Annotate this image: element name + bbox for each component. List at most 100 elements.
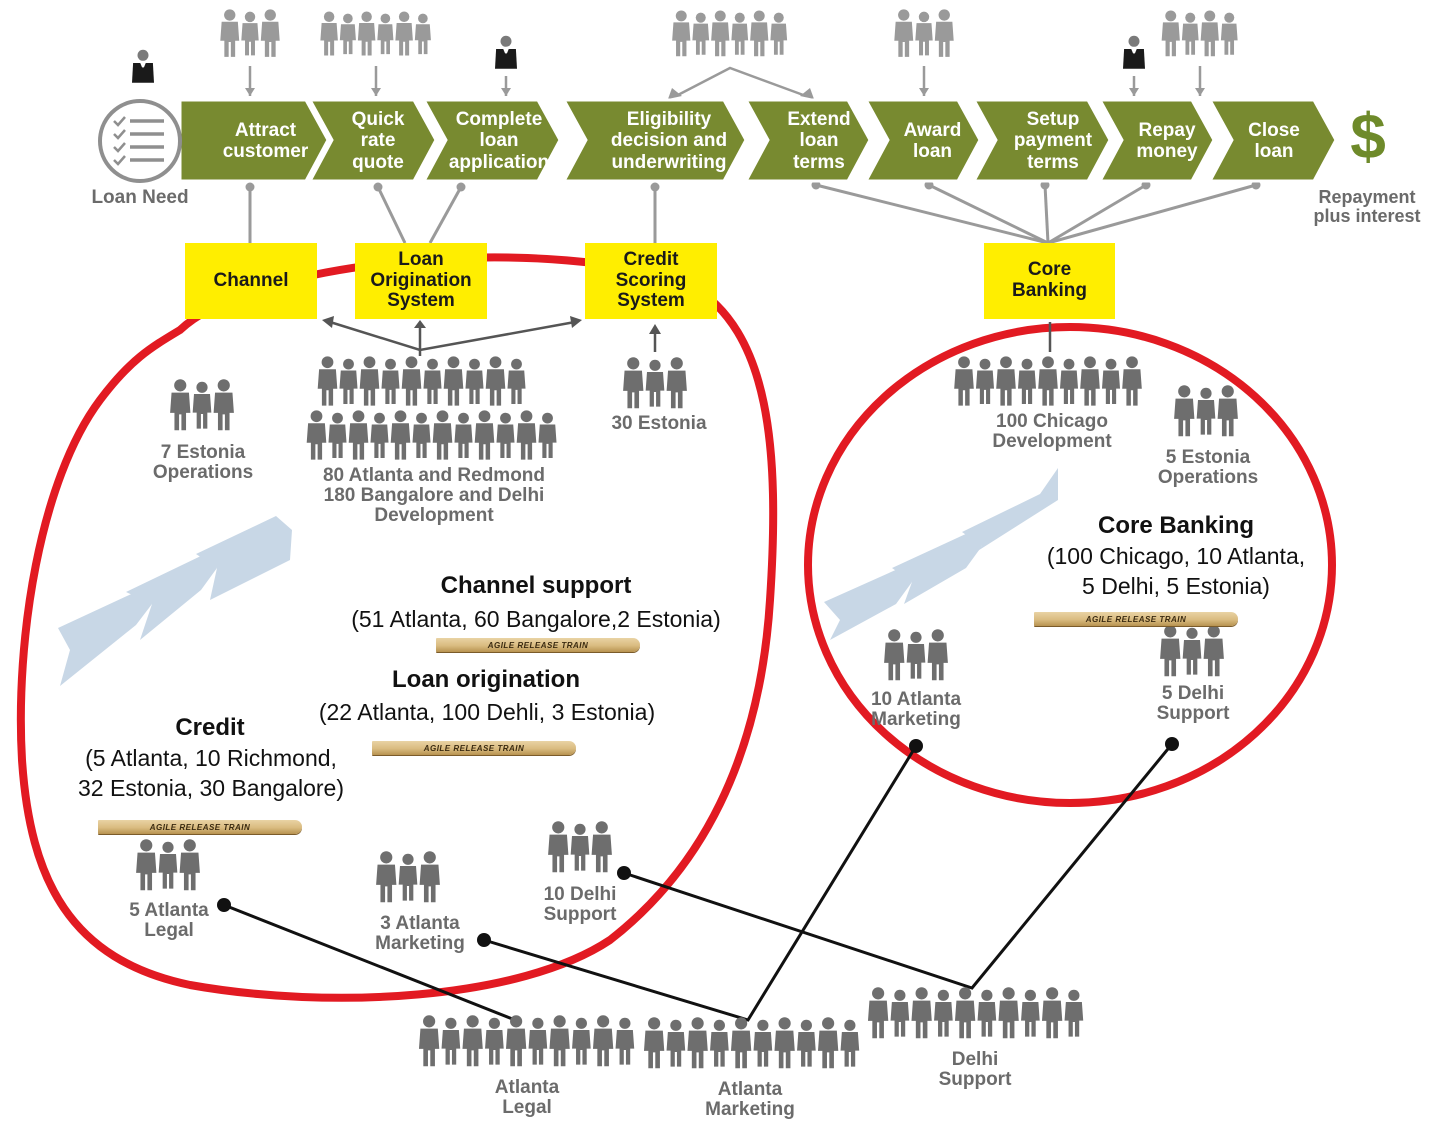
- loan-need-label: Loan Need: [91, 187, 189, 208]
- repayment-label: Repayment plus interest: [1313, 187, 1421, 226]
- person-icon: [591, 821, 612, 873]
- pool-connector-dot: [617, 866, 631, 880]
- pool-connector-dot: [477, 933, 491, 947]
- person-icon: [672, 10, 691, 57]
- person-icon: [370, 412, 389, 459]
- person-icon: [495, 35, 517, 69]
- value-stream-chevron: [1097, 98, 1216, 183]
- person-icon: [376, 851, 397, 903]
- dollar-icon: $: [1350, 100, 1386, 172]
- person-icon: [507, 358, 526, 405]
- person-icon: [1217, 385, 1238, 437]
- art-credit-detail: (5 Atlanta, 10 Richmond, 32 Estonia, 30 …: [78, 745, 344, 802]
- person-icon: [1080, 356, 1100, 406]
- person-icon: [927, 629, 948, 681]
- system-core-banking: Core Banking: [984, 243, 1115, 319]
- person-icon: [934, 9, 954, 57]
- value-stream-chevron: [863, 98, 982, 183]
- team-estonia-operations-7: 7 Estonia Operations: [152, 442, 254, 483]
- chevron-arrow-icon: [126, 554, 217, 640]
- person-icon: [770, 12, 788, 55]
- arrow-head: [919, 88, 929, 96]
- people-group: [1174, 385, 1238, 437]
- step-eligibility-decision: Eligibility decision and underwriting: [610, 109, 728, 173]
- people-group: [220, 9, 280, 57]
- pool-connector: [483, 745, 918, 1022]
- person-icon: [934, 989, 953, 1037]
- step-quick-rate-quote: Quick rate quote: [351, 109, 405, 173]
- person-icon: [170, 379, 191, 431]
- step-attract-customer: Attract customer: [222, 119, 309, 162]
- person-icon: [213, 379, 234, 431]
- person-icon: [1203, 625, 1224, 677]
- person-icon: [158, 841, 178, 889]
- person-icon: [750, 10, 769, 57]
- person-icon: [549, 1015, 570, 1067]
- art-loan-origination-title: Loan origination: [392, 666, 580, 693]
- person-icon: [666, 357, 687, 409]
- people-group: [867, 987, 1084, 1039]
- arrow-head: [371, 88, 381, 96]
- person-icon: [1041, 987, 1063, 1039]
- team-delhi-support-10: 10 Delhi Support: [543, 884, 617, 925]
- person-icon: [377, 13, 394, 55]
- arrow-head: [1195, 88, 1205, 96]
- person-icon: [548, 821, 569, 873]
- connector-dot: [1040, 180, 1050, 190]
- person-icon: [317, 356, 338, 406]
- art-loan-origination-detail: (22 Atlanta, 100 Dehli, 3 Estonia): [318, 699, 656, 725]
- team-atlanta-marketing-3: 3 Atlanta Marketing: [375, 913, 465, 954]
- person-icon: [328, 412, 347, 459]
- person-icon: [730, 1017, 752, 1069]
- people-group: [136, 839, 200, 891]
- person-icon: [906, 631, 926, 679]
- connector-dot: [373, 182, 383, 192]
- person-icon: [911, 987, 932, 1039]
- team-atlanta-marketing-10: 10 Atlanta Marketing: [870, 689, 962, 730]
- person-icon: [418, 1015, 440, 1067]
- person-icon: [339, 13, 356, 55]
- team-dev-atlanta-bangalore: 80 Atlanta and Redmond 180 Bangalore and…: [322, 465, 546, 526]
- person-icon: [1021, 989, 1040, 1037]
- person-icon: [485, 1017, 504, 1065]
- arrow-head: [570, 316, 582, 328]
- person-icon: [572, 1017, 591, 1065]
- connector-dot: [456, 182, 466, 192]
- connector-dot: [1251, 180, 1261, 190]
- person-icon: [320, 11, 338, 56]
- pool-connector-dot: [217, 898, 231, 912]
- person-icon: [443, 356, 464, 406]
- person-icon: [1059, 358, 1079, 405]
- art-core-banking-detail: (100 Chicago, 10 Atlanta, 5 Delhi, 5 Est…: [1046, 543, 1306, 600]
- person-icon: [1200, 10, 1219, 57]
- person-icon: [817, 1017, 839, 1069]
- person-icon: [996, 356, 1016, 406]
- checklist-icon: [98, 99, 182, 183]
- arrow-head: [322, 316, 334, 328]
- pool-connector-dot: [1165, 737, 1179, 751]
- person-icon: [1064, 989, 1084, 1037]
- person-icon: [774, 1017, 795, 1069]
- team-atlanta-legal-5: 5 Atlanta Legal: [129, 900, 209, 941]
- art-channel-support-title: Channel support: [440, 572, 632, 599]
- system-credit-scoring: Credit Scoring System: [585, 243, 717, 319]
- person-icon: [395, 11, 413, 56]
- person-icon: [339, 358, 358, 405]
- person-icon: [666, 1019, 686, 1067]
- person-icon: [412, 412, 431, 459]
- arrow-line: [329, 320, 576, 352]
- art-core-banking-title: Core Banking: [1097, 512, 1255, 539]
- person-icon: [132, 49, 154, 83]
- person-icon: [915, 11, 933, 56]
- person-icon: [692, 12, 710, 55]
- pool-delhi-support: Delhi Support: [938, 1049, 1012, 1090]
- pool-connector: [223, 903, 516, 1022]
- person-icon: [1017, 358, 1037, 405]
- pool-atlanta-marketing: Atlanta Marketing: [705, 1079, 795, 1120]
- arrow-head: [245, 88, 255, 96]
- base-layer: [16, 66, 1338, 1022]
- people-group: [894, 9, 954, 57]
- people-group: [884, 629, 948, 681]
- person-icon: [954, 356, 974, 406]
- person-icon: [306, 410, 327, 460]
